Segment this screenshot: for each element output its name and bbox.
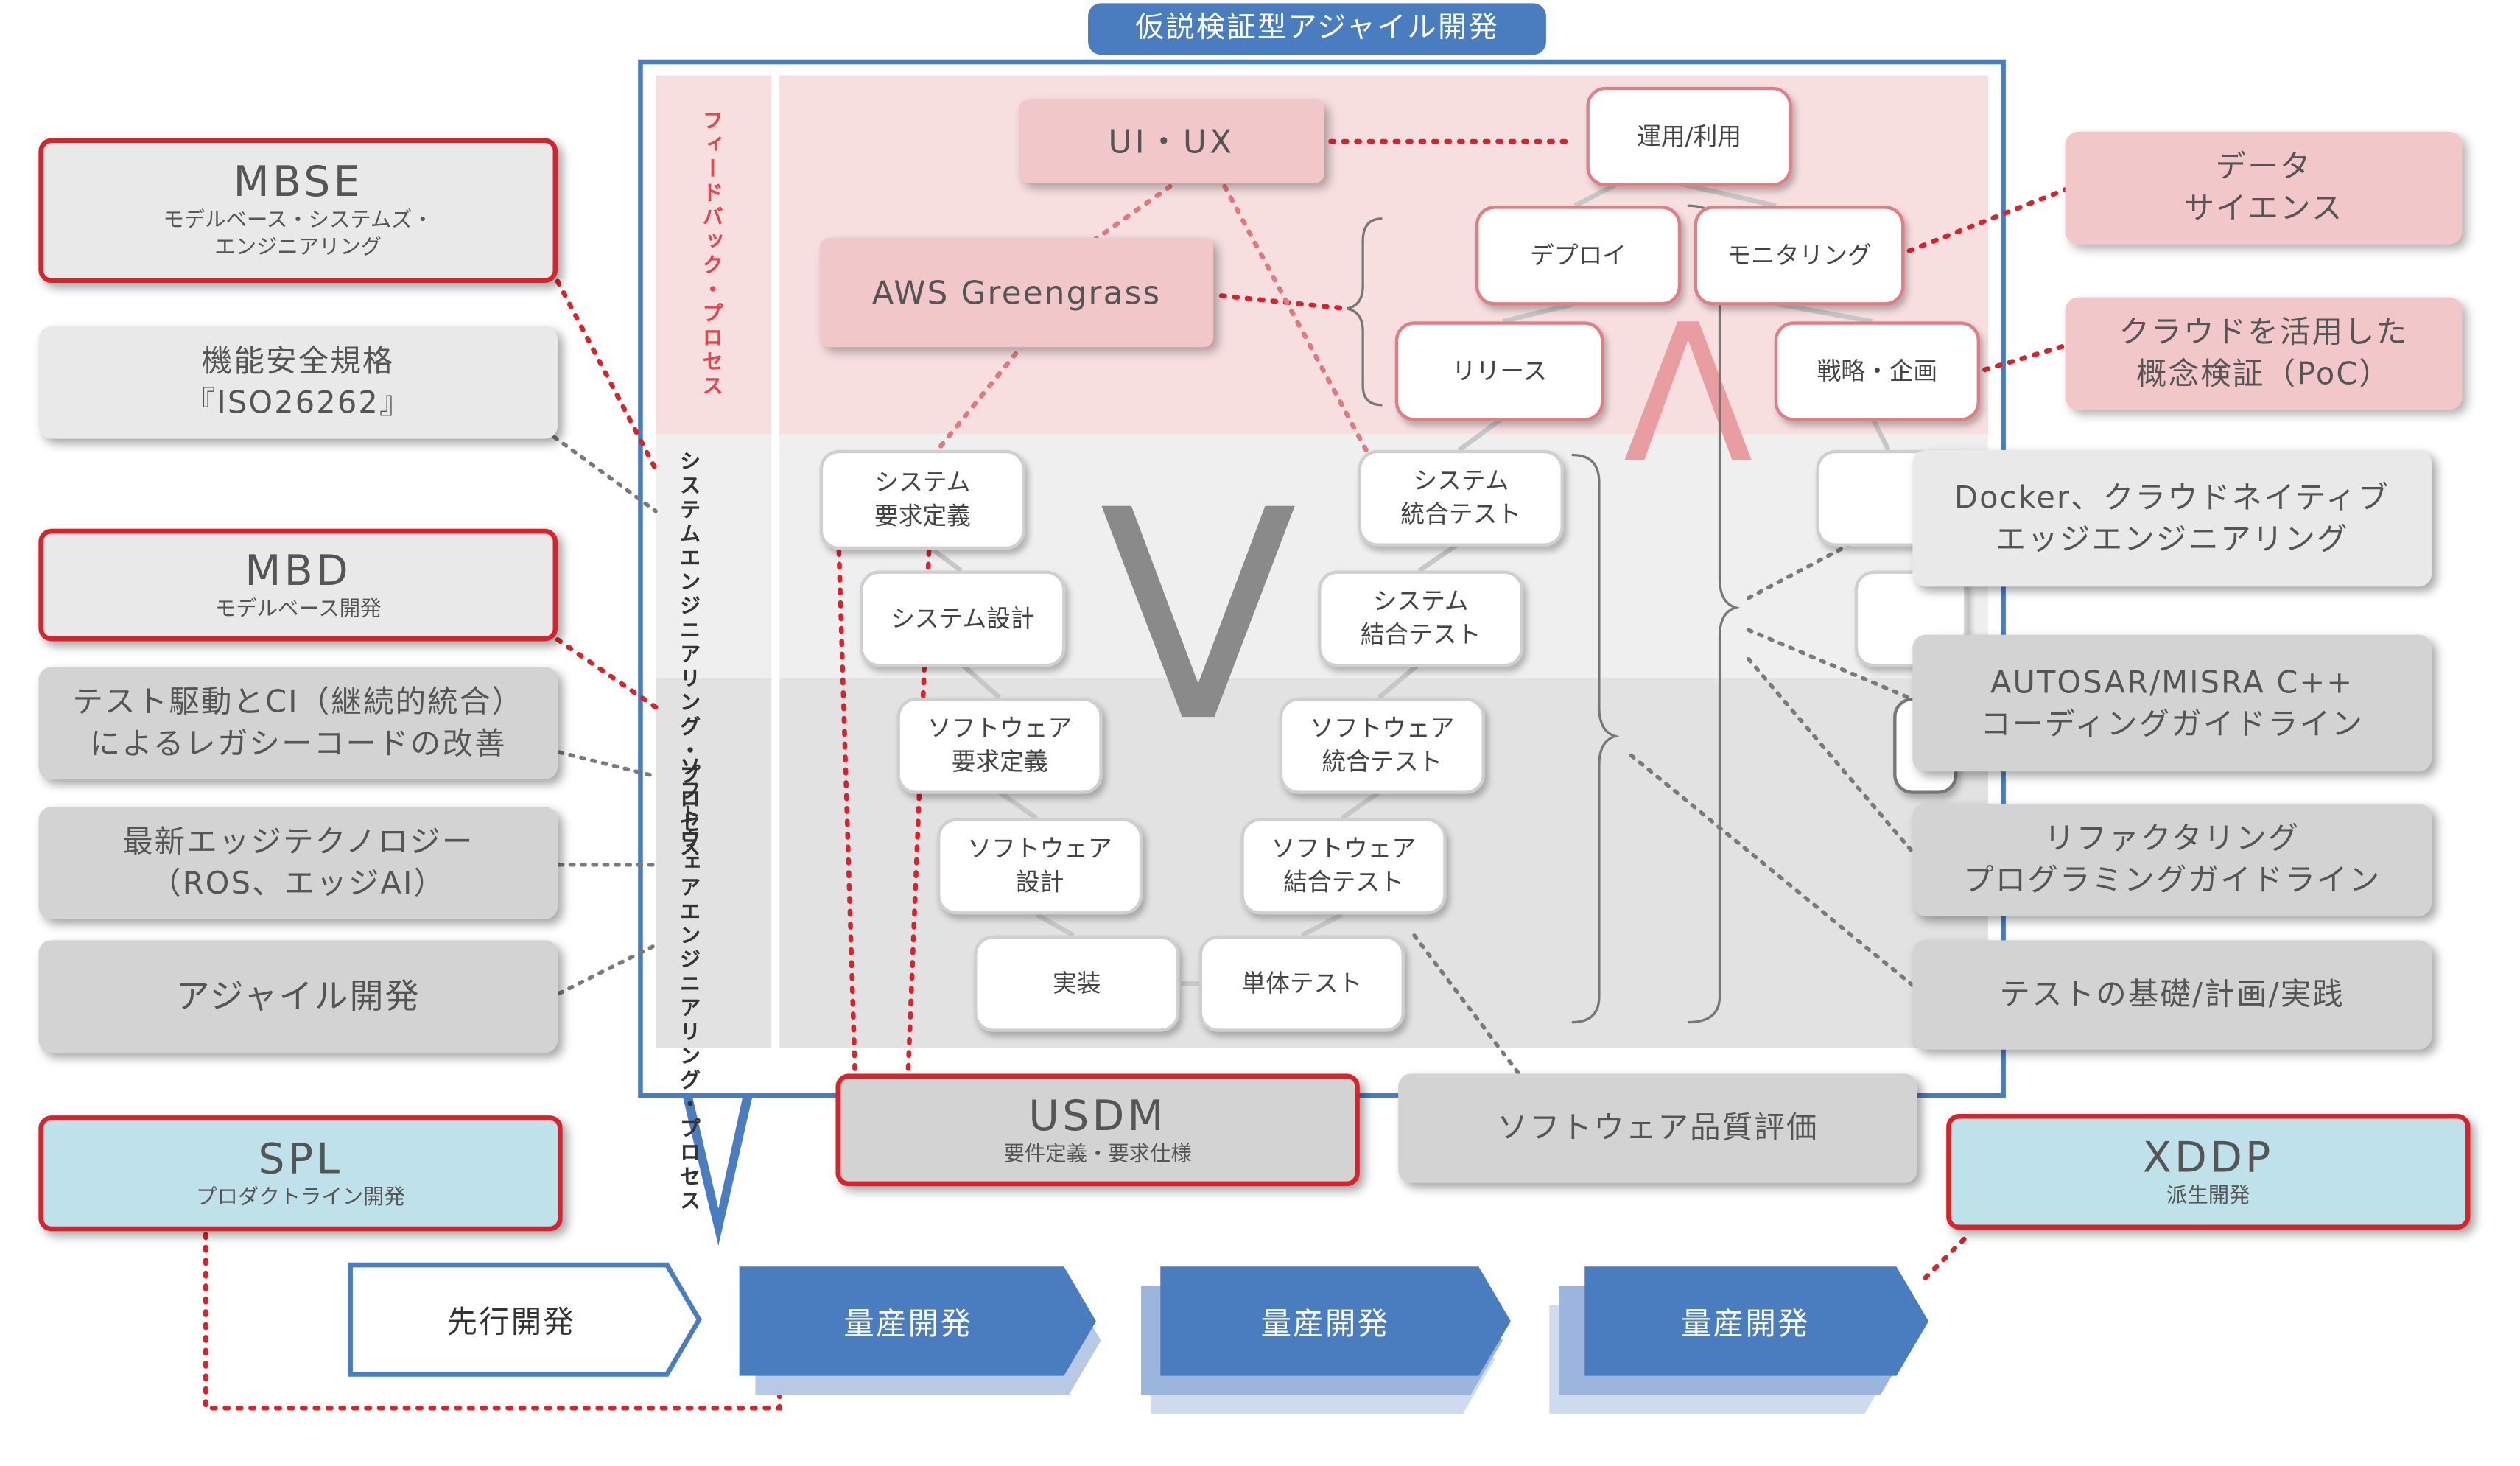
usdm-title: USDM xyxy=(1028,1092,1167,1140)
mbd-subtitle: モデルベース開発 xyxy=(214,597,382,622)
spl-box: SPL プロダクトライン開発 xyxy=(38,1115,563,1232)
tdd-ci-label: テスト駆動とCI（継続的統合） によるレガシーコードの改善 xyxy=(72,684,524,762)
node-software-design: ソフトウェア 設計 xyxy=(936,818,1143,915)
node-strategy: 戦略・企画 xyxy=(1774,321,1980,421)
feedback-band-label-strip xyxy=(656,75,772,435)
node-system-system-test: システム 統合テスト xyxy=(1358,449,1564,547)
docker-box: Docker、クラウドネイティブ エッジエンジニアリング xyxy=(1912,449,2432,587)
edge-tech-label: 最新エッジテクノロジー （ROS、エッジAI） xyxy=(122,824,474,902)
v-letter: V xyxy=(1099,449,1298,786)
edge-tech-box: 最新エッジテクノロジー （ROS、エッジAI） xyxy=(38,807,558,919)
data-science-box: データ サイエンス xyxy=(2065,131,2463,245)
node-system-integration-test: システム 結合テスト xyxy=(1318,570,1524,667)
agile-title: 仮説検証型アジャイル開発 xyxy=(1088,3,1546,55)
tdd-ci-box: テスト駆動とCI（継続的統合） によるレガシーコードの改善 xyxy=(38,667,558,780)
xddp-box: XDDP 派生開発 xyxy=(1946,1113,2471,1230)
usdm-box: USDM 要件定義・要求仕様 xyxy=(835,1073,1360,1187)
agile-box: アジャイル開発 xyxy=(38,940,558,1053)
node-software-requirements: ソフトウェア 要求定義 xyxy=(896,697,1103,794)
xddp-subtitle: 派生開発 xyxy=(2166,1183,2250,1208)
software-process-label-text: ソフトウェアエンジニアリング・プロセス xyxy=(675,755,700,1214)
node-system-requirements: システム 要求定義 xyxy=(819,449,1025,550)
quality-eval-label: ソフトウェア品質評価 xyxy=(1497,1110,1819,1146)
software-band-label-strip xyxy=(656,678,772,1048)
node-release: リリース xyxy=(1394,321,1604,421)
spl-title: SPL xyxy=(258,1135,343,1184)
quality-eval-box: ソフトウェア品質評価 xyxy=(1398,1073,1917,1183)
lambda-letter: Λ xyxy=(1623,282,1753,505)
node-system-design: システム設計 xyxy=(860,570,1066,667)
systems-process-label: システムエンジニアリング・プロセス xyxy=(675,449,700,860)
systems-process-label-text: システムエンジニアリング・プロセス xyxy=(675,449,700,860)
node-implementation: 実装 xyxy=(974,935,1180,1032)
systems-band-label-strip xyxy=(656,434,772,678)
testing-box: テストの基礎/計画/実践 xyxy=(1912,940,2432,1050)
poc-box: クラウドを活用した 概念検証（PoC） xyxy=(2065,297,2463,410)
node-unit-test: 単体テスト xyxy=(1198,935,1405,1032)
node-software-system-test: ソフトウェア 統合テスト xyxy=(1279,697,1485,794)
testing-label: テストの基礎/計画/実践 xyxy=(1999,977,2345,1013)
flow-mass-production-1: 量産開発 xyxy=(843,1305,972,1342)
aws-greengrass-box: AWS Greengrass xyxy=(819,237,1214,348)
node-deploy: デプロイ xyxy=(1475,206,1682,306)
autosar-label: AUTOSAR/MISRA C++ コーディングガイドライン xyxy=(1980,664,2365,742)
software-process-label: ソフトウェアエンジニアリング・プロセス xyxy=(675,755,700,1214)
mbse-title: MBSE xyxy=(233,158,363,208)
docker-label: Docker、クラウドネイティブ エッジエンジニアリング xyxy=(1954,480,2390,557)
node-software-integration-test: ソフトウェア 結合テスト xyxy=(1240,818,1447,915)
aws-greengrass-label: AWS Greengrass xyxy=(871,273,1162,312)
mbd-box: MBD モデルベース開発 xyxy=(38,528,558,642)
feedback-process-label: フィードバック・プロセス xyxy=(697,109,722,399)
node-operations: 運用/利用 xyxy=(1586,86,1792,187)
flow-mass-production-3: 量産開発 xyxy=(1681,1305,1810,1342)
flow-mass-production-2: 量産開発 xyxy=(1260,1305,1390,1342)
mbse-box: MBSE モデルベース・システムズ・ エンジニアリング xyxy=(38,138,558,283)
agile-label: アジャイル開発 xyxy=(175,977,421,1016)
uiux-label: UI・UX xyxy=(1108,122,1235,161)
node-monitoring: モニタリング xyxy=(1694,206,1905,306)
mbd-title: MBD xyxy=(245,547,352,596)
xddp-title: XDDP xyxy=(2142,1134,2274,1182)
iso26262-box: 機能安全規格 『ISO26262』 xyxy=(38,326,558,439)
refactoring-label: リファクタリング プログラミングガイドライン xyxy=(1963,821,2382,899)
spl-subtitle: プロダクトライン開発 xyxy=(196,1185,405,1210)
mbse-subtitle: モデルベース・システムズ・ エンジニアリング xyxy=(163,208,433,261)
iso26262-label: 機能安全規格 『ISO26262』 xyxy=(184,343,412,421)
uiux-box: UI・UX xyxy=(1019,99,1324,183)
autosar-box: AUTOSAR/MISRA C++ コーディングガイドライン xyxy=(1912,634,2432,772)
data-science-label: データ サイエンス xyxy=(2183,149,2344,227)
flow-advance-development: 先行開発 xyxy=(446,1304,576,1340)
usdm-subtitle: 要件定義・要求仕様 xyxy=(1003,1142,1192,1166)
poc-label: クラウドを活用した 概念検証（PoC） xyxy=(2119,315,2409,393)
refactoring-box: リファクタリング プログラミングガイドライン xyxy=(1912,803,2432,916)
